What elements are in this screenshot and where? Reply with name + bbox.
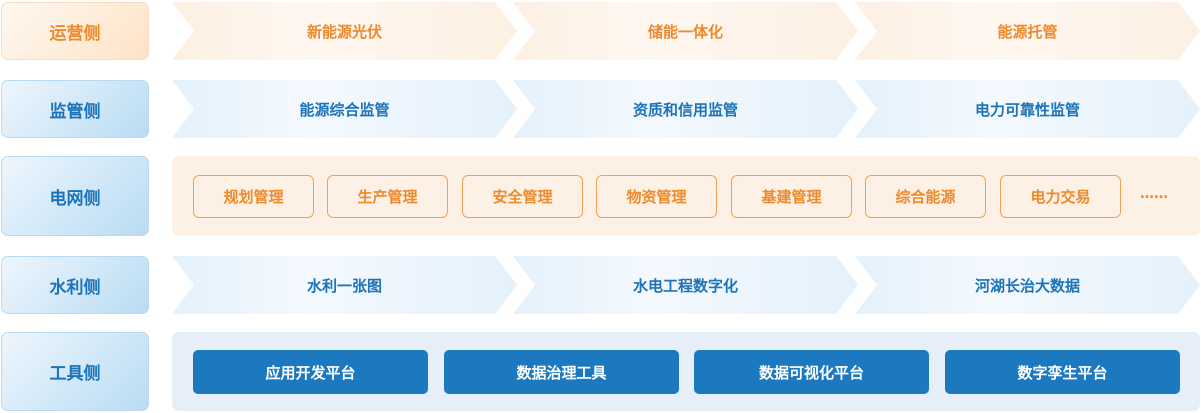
- water-item: 河湖长治大数据: [855, 256, 1200, 314]
- supervision-item: 电力可靠性监管: [855, 80, 1200, 138]
- grid-panel: 规划管理 生产管理 安全管理 物资管理 基建管理 综合能源 电力交易 ……: [172, 156, 1200, 236]
- water-item: 水利一张图: [172, 256, 517, 314]
- row-label-tools: 工具侧: [1, 332, 149, 411]
- operation-item: 储能一体化: [513, 2, 858, 60]
- grid-item: 物资管理: [596, 175, 717, 218]
- grid-item: 基建管理: [731, 175, 852, 218]
- grid-item: 生产管理: [327, 175, 448, 218]
- operation-item: 能源托管: [855, 2, 1200, 60]
- tool-item: 数据可视化平台: [694, 350, 929, 394]
- tools-panel: 应用开发平台 数据治理工具 数据可视化平台 数字孪生平台: [172, 332, 1200, 411]
- tool-item: 数字孪生平台: [945, 350, 1180, 394]
- supervision-item: 能源综合监管: [172, 80, 517, 138]
- grid-item: 电力交易: [1000, 175, 1121, 218]
- tool-item: 应用开发平台: [193, 350, 428, 394]
- operation-item: 新能源光伏: [172, 2, 517, 60]
- grid-item: 综合能源: [865, 175, 986, 218]
- water-item: 水电工程数字化: [513, 256, 858, 314]
- grid-item: 安全管理: [462, 175, 583, 218]
- grid-item: 规划管理: [193, 175, 314, 218]
- row-label-operation: 运营侧: [1, 2, 149, 60]
- row-label-supervision: 监管侧: [1, 80, 149, 138]
- more-ellipsis: ……: [1140, 186, 1168, 202]
- tool-item: 数据治理工具: [444, 350, 679, 394]
- supervision-item: 资质和信用监管: [513, 80, 858, 138]
- row-label-grid: 电网侧: [1, 156, 149, 236]
- row-label-water: 水利侧: [1, 256, 149, 314]
